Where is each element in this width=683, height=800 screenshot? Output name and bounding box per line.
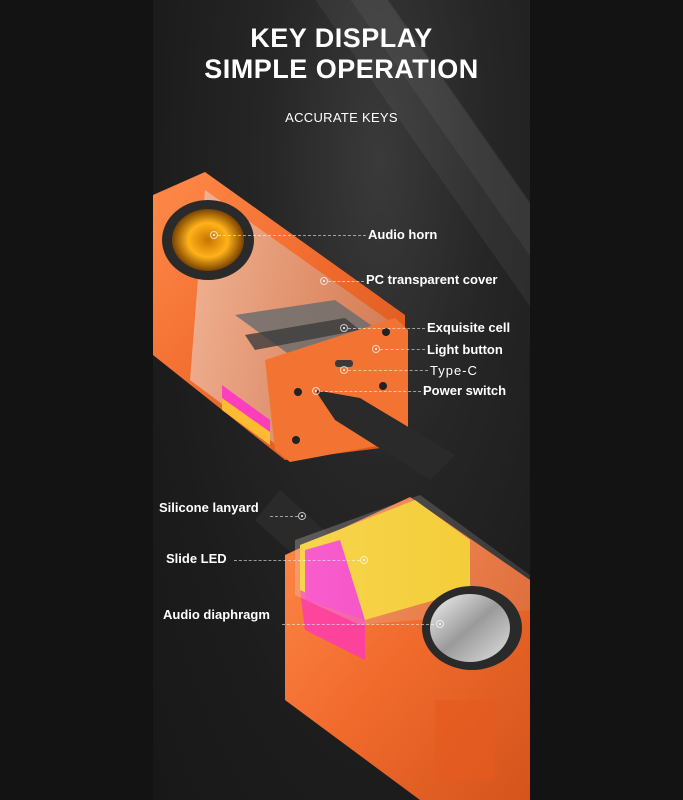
pc-cover-leader — [328, 281, 364, 282]
pc-cover-label: PC transparent cover — [366, 272, 498, 287]
left-background-margin — [0, 0, 153, 800]
audio-horn-label: Audio horn — [368, 227, 438, 242]
type-c-leader — [348, 370, 428, 371]
audio-diaphragm-leader — [282, 624, 434, 625]
right-background-margin — [530, 0, 683, 800]
type-c-marker — [340, 366, 348, 374]
page-subtitle: ACCURATE KEYS — [285, 110, 398, 125]
silicone-lanyard-marker — [298, 512, 306, 520]
light-button-marker — [372, 345, 380, 353]
type-c-label: Type-C — [430, 363, 478, 378]
slide-led-marker — [360, 556, 368, 564]
exquisite-cell-marker — [340, 324, 348, 332]
pc-cover-marker — [320, 277, 328, 285]
bottom-speaker-unit — [255, 490, 530, 800]
audio-horn-marker — [210, 231, 218, 239]
page-title-line-2: SIMPLE OPERATION — [204, 54, 479, 84]
power-switch-marker — [312, 387, 320, 395]
slide-led-leader — [234, 560, 360, 561]
audio-diaphragm-marker — [436, 620, 444, 628]
exquisite-cell-label: Exquisite cell — [427, 320, 511, 335]
power-switch-leader — [320, 391, 421, 392]
silicone-lanyard-label: Silicone lanyard — [159, 500, 259, 515]
silicone-lanyard-leader — [270, 516, 298, 517]
audio-diaphragm-label: Audio diaphragm — [163, 607, 270, 622]
power-switch-label: Power switch — [423, 383, 507, 398]
light-button-label: Light button — [427, 342, 503, 357]
top-speaker-unit — [153, 172, 455, 480]
exquisite-cell-leader — [348, 328, 425, 329]
slide-led-label: Slide LED — [166, 551, 227, 566]
page-title-line-1: KEY DISPLAY — [250, 23, 433, 53]
audio-horn-leader — [218, 235, 366, 236]
light-button-leader — [380, 349, 425, 350]
